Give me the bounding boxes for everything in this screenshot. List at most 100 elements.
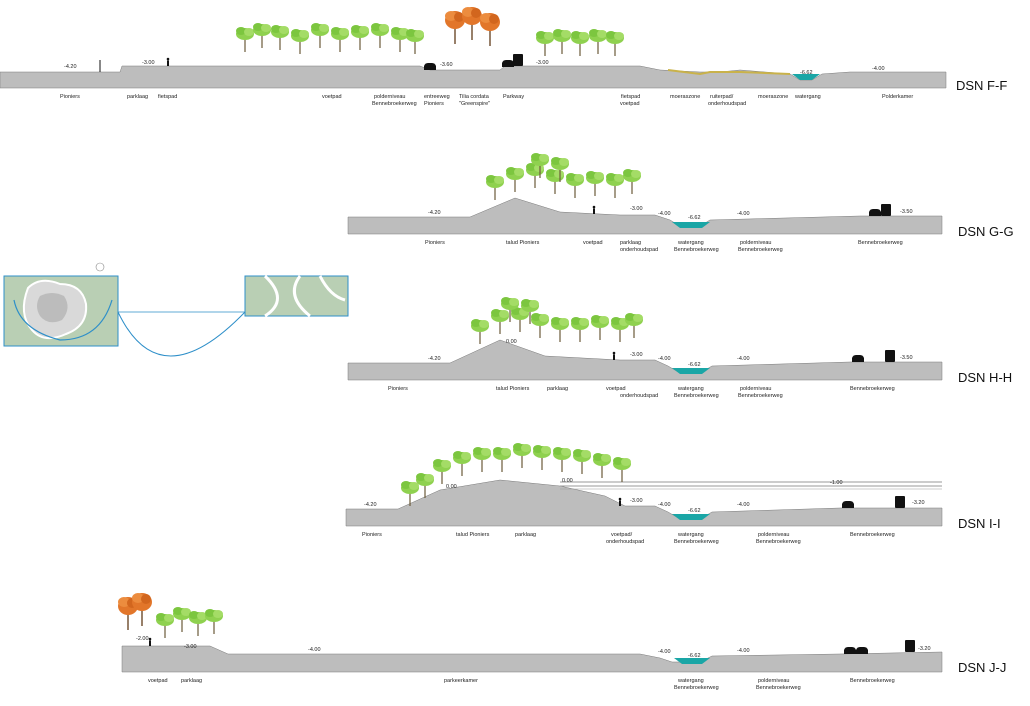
section-title: DSN H-H xyxy=(958,370,1012,385)
section-label: polderniveau xyxy=(374,94,406,100)
section-label: Bennebroekerweg xyxy=(756,539,801,545)
section-h-h: -4.20 0.00 -3.00 -4.00 -6.62 -4.00 -3.50… xyxy=(347,297,1012,399)
section-label: Bennebroekerweg xyxy=(850,386,895,392)
plan-path xyxy=(13,299,113,341)
plan-island xyxy=(37,293,68,323)
section-label: onderhoudspad xyxy=(708,101,746,107)
ground-profile xyxy=(121,645,943,673)
water xyxy=(672,368,710,374)
section-label: Bennebroekerweg xyxy=(674,247,719,253)
overpass xyxy=(560,481,942,490)
plan-path xyxy=(117,311,246,357)
level-marker: -4.00 xyxy=(308,647,321,653)
section-i-i: -4.20 0.00 0.00 -3.00 -4.00 -6.62 -4.00 … xyxy=(345,443,1001,545)
section-label: polderniveau xyxy=(740,240,772,246)
water xyxy=(672,222,710,228)
level-marker: -6.62 xyxy=(688,508,701,514)
level-marker: -3.20 xyxy=(918,646,931,652)
level-marker: -3.00 xyxy=(630,498,643,504)
section-label: parklaag xyxy=(547,386,568,392)
level-marker: -6.62 xyxy=(688,362,701,368)
tree-group xyxy=(486,153,641,200)
level-marker: -3.00 xyxy=(630,206,643,212)
section-label: onderhoudspad xyxy=(620,393,658,399)
water xyxy=(674,658,710,664)
section-label: Tilia cordata xyxy=(459,94,490,100)
section-label: parklaag xyxy=(127,94,148,100)
section-label: moeraszone xyxy=(758,94,788,100)
level-marker: -3.00 xyxy=(536,60,549,66)
level-marker: -4.00 xyxy=(658,649,671,655)
level-marker: -6.62 xyxy=(800,70,813,76)
tree-group xyxy=(118,593,223,638)
section-label: ruiterpad/ xyxy=(710,94,734,100)
level-marker: -3.00 xyxy=(142,60,155,66)
level-marker: 0.00 xyxy=(446,484,457,490)
section-label: voetpad xyxy=(583,240,603,246)
level-marker: -4.00 xyxy=(658,502,671,508)
level-marker: -4.00 xyxy=(658,211,671,217)
tree-group xyxy=(236,7,624,56)
level-marker: -3.60 xyxy=(440,62,453,68)
section-label: parkeerkamer xyxy=(444,678,478,684)
section-label: Bennebroekerweg xyxy=(858,240,903,246)
section-label: onderhoudspad xyxy=(606,539,644,545)
section-label: Bennebroekerweg xyxy=(738,247,783,253)
level-marker: 0.00 xyxy=(506,339,517,345)
section-label: polderniveau xyxy=(758,532,790,538)
section-label: fietspad xyxy=(621,94,640,100)
section-label: voetpad xyxy=(606,386,626,392)
level-marker: -3.00 xyxy=(184,644,197,650)
section-label: voetpad/ xyxy=(611,532,633,538)
level-marker: -3.50 xyxy=(900,209,913,215)
section-label: Polderkamer xyxy=(882,94,913,100)
section-label: Bennebroekerweg xyxy=(674,685,719,691)
section-label: polderniveau xyxy=(740,386,772,392)
section-label: Bennebroekerweg xyxy=(674,539,719,545)
section-label: talud Pioniers xyxy=(506,240,540,246)
section-label: Bennebroekerweg xyxy=(674,393,719,399)
section-label: voetpad xyxy=(620,101,640,107)
section-title: DSN J-J xyxy=(958,660,1006,675)
section-label: parklaag xyxy=(620,240,641,246)
section-label: watergang xyxy=(677,678,704,684)
section-label: moeraszone xyxy=(670,94,700,100)
plan-road xyxy=(263,274,346,318)
section-label: voetpad xyxy=(148,678,168,684)
level-marker: -4.00 xyxy=(737,211,750,217)
section-label: parklaag xyxy=(515,532,536,538)
section-label: Bennebroekerweg xyxy=(850,678,895,684)
level-marker: -4.20 xyxy=(64,64,77,70)
section-label: Bennebroekerweg xyxy=(756,685,801,691)
section-j-j: -2.00 -3.00 -4.00 -4.00 -6.62 -4.00 -3.2… xyxy=(118,593,1006,691)
section-label: watergang xyxy=(677,532,704,538)
section-label: talud Pioniers xyxy=(456,532,490,538)
section-label: polderniveau xyxy=(758,678,790,684)
section-label: talud Pioniers xyxy=(496,386,530,392)
section-label: watergang xyxy=(677,240,704,246)
level-marker: -2.00 xyxy=(136,636,149,642)
ground-profile xyxy=(345,479,943,527)
section-label: "Greenspire" xyxy=(459,101,490,107)
section-g-g: -4.20 -3.00 -4.00 -6.62 -4.00 -3.50 Pion… xyxy=(347,153,1014,253)
section-label: Bennebroekerweg xyxy=(738,393,783,399)
section-label: Bennebroekerweg xyxy=(372,101,417,107)
section-label: Pioniers xyxy=(60,94,80,100)
level-marker: -4.20 xyxy=(364,502,377,508)
level-marker: -3.20 xyxy=(912,500,925,506)
water xyxy=(672,514,710,520)
section-label: watergang xyxy=(794,94,821,100)
section-label: fietspad xyxy=(158,94,177,100)
level-marker: -3.50 xyxy=(900,355,913,361)
section-label: parklaag xyxy=(181,678,202,684)
section-label: watergang xyxy=(677,386,704,392)
section-label: voetpad xyxy=(322,94,342,100)
level-marker: 0.00 xyxy=(562,478,573,484)
level-marker: -4.20 xyxy=(428,210,441,216)
section-label: Parkway xyxy=(503,94,524,100)
level-marker: -4.00 xyxy=(658,356,671,362)
section-title: DSN G-G xyxy=(958,224,1014,239)
water xyxy=(792,74,820,80)
ground-profile xyxy=(347,197,943,235)
